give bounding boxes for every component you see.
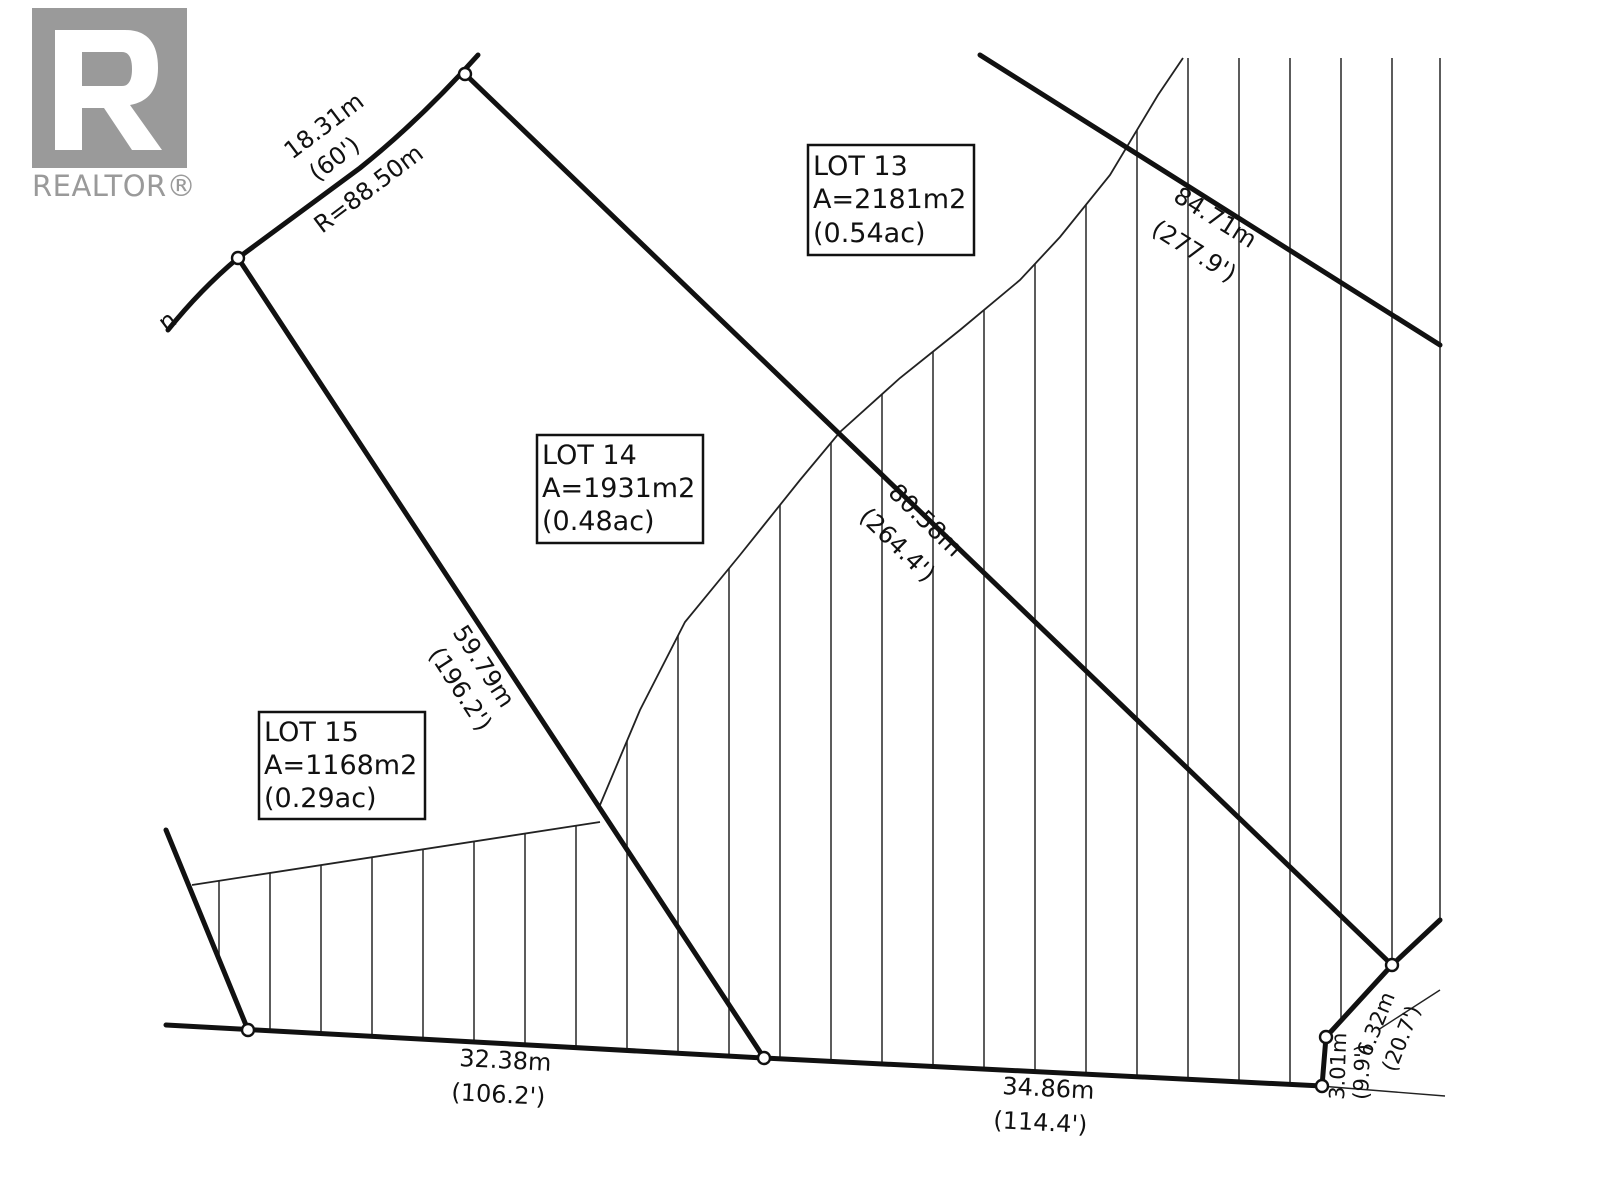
road-arc bbox=[165, 52, 481, 333]
bottom-dimensions: 32.38m (106.2') 34.86m (114.4') bbox=[451, 1044, 1095, 1139]
lot-13-acres: (0.54ac) bbox=[813, 218, 926, 249]
realtor-logo-text: REALTOR® bbox=[32, 169, 196, 203]
lot-14-acres: (0.48ac) bbox=[542, 506, 655, 537]
lot-line-80-58 bbox=[462, 71, 1395, 968]
realtor-logo: REALTOR® bbox=[32, 8, 196, 203]
lot-15-box bbox=[257, 710, 427, 821]
lot-13-name: LOT 13 bbox=[813, 151, 908, 182]
line-80-dimensions: 80.58m (264.4') bbox=[854, 478, 969, 587]
lot-15-name: LOT 15 bbox=[264, 717, 359, 748]
survey-pin bbox=[1314, 1078, 1330, 1094]
lot-lines bbox=[163, 52, 1443, 1089]
lot-14-area: A=1931m2 bbox=[542, 473, 695, 504]
bottom-left-ft-label: (106.2') bbox=[451, 1078, 546, 1111]
lot-13-area: A=2181m2 bbox=[813, 184, 966, 215]
hatch-region bbox=[218, 58, 1441, 1085]
lot-15-label: LOT 15 A=1168m2 (0.29ac) bbox=[257, 710, 427, 821]
hatch-boundary-lower bbox=[191, 821, 601, 886]
survey-pins bbox=[230, 66, 1400, 1094]
lot-13-box bbox=[806, 143, 976, 257]
lot-line-lot15-west bbox=[163, 827, 251, 1033]
lot-15-area: A=1168m2 bbox=[264, 750, 417, 781]
survey-pin bbox=[1318, 1029, 1334, 1045]
lot-line-59-79 bbox=[235, 255, 767, 1061]
hatch-boundary-right-tick bbox=[1377, 989, 1441, 1031]
bottom-right-ft-label: (114.4') bbox=[993, 1106, 1088, 1139]
lot-15-acres: (0.29ac) bbox=[264, 783, 377, 814]
survey-pin bbox=[756, 1050, 772, 1066]
corner-b-label: 3.01m bbox=[1325, 1032, 1351, 1100]
survey-pin bbox=[1384, 957, 1400, 973]
lot-14-name: LOT 14 bbox=[542, 440, 637, 471]
corner-line-short bbox=[1319, 1034, 1329, 1089]
survey-pin bbox=[230, 250, 246, 266]
bottom-right-label: 34.86m bbox=[1002, 1072, 1095, 1105]
corner-line-east bbox=[1389, 917, 1443, 968]
bottom-left-label: 32.38m bbox=[459, 1044, 552, 1077]
line-84-dimensions: 84.71m (277.9') bbox=[1147, 181, 1262, 288]
realtor-logo-r-icon bbox=[55, 30, 162, 150]
corner-b-ft-label: (9.9') bbox=[1349, 1044, 1375, 1100]
bottom-line-left bbox=[163, 1022, 767, 1061]
survey-pin bbox=[457, 66, 473, 82]
line-59-dimensions: 59.79m (196.2') bbox=[423, 620, 521, 736]
lot-line-84-71 bbox=[977, 52, 1443, 348]
corner-dimensions: 6.32m (20.7') 3.01m (9.9') bbox=[1325, 989, 1425, 1101]
bottom-line-right bbox=[761, 1055, 1325, 1089]
survey-pin bbox=[240, 1022, 256, 1038]
lot-13-label: LOT 13 A=2181m2 (0.54ac) bbox=[806, 143, 976, 257]
hatch-boundary-upper bbox=[599, 57, 1184, 806]
hatch-boundary-right-extension bbox=[1319, 1085, 1446, 1097]
corner-line-diagonal bbox=[1323, 962, 1395, 1040]
lot-14-label: LOT 14 A=1931m2 (0.48ac) bbox=[535, 433, 705, 545]
lot-14-box bbox=[535, 433, 705, 545]
